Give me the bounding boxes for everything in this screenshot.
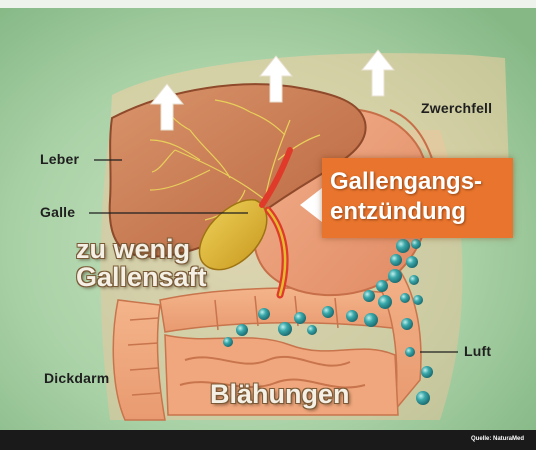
- too-little-bile-line1: zu wenig: [76, 235, 190, 264]
- bottom-edge: [0, 430, 536, 450]
- bubble: [416, 391, 430, 405]
- callout-line1: Gallengangs-: [330, 168, 482, 196]
- bubble: [411, 239, 421, 249]
- bubble: [421, 366, 433, 378]
- bubble: [409, 275, 419, 285]
- too-little-bile-line2: Gallensaft: [76, 263, 207, 292]
- inflammation-callout: Gallengangs- entzündung: [322, 158, 513, 238]
- bubble: [364, 313, 378, 327]
- bile-label: Galle: [40, 204, 75, 220]
- bubble: [401, 318, 413, 330]
- bubble: [388, 269, 402, 283]
- bubble: [406, 256, 418, 268]
- bubble: [322, 306, 334, 318]
- air-label: Luft: [464, 343, 491, 359]
- bubble: [400, 293, 410, 303]
- bubble: [236, 324, 248, 336]
- bubble: [363, 290, 375, 302]
- bubble: [390, 254, 402, 266]
- source-credit: Quelle: NaturaMed: [471, 436, 524, 442]
- top-edge: [0, 0, 536, 8]
- bubble: [346, 310, 358, 322]
- bubble: [376, 280, 388, 292]
- bubble: [294, 312, 306, 324]
- liver-label: Leber: [40, 151, 79, 167]
- colon-label: Dickdarm: [44, 370, 109, 386]
- bloating-caption: Blähungen: [210, 380, 350, 409]
- bubble: [307, 325, 317, 335]
- bubble: [278, 322, 292, 336]
- callout-line2: entzündung: [330, 198, 466, 226]
- bubble: [378, 295, 392, 309]
- bubble: [258, 308, 270, 320]
- diaphragm-label: Zwerchfell: [421, 100, 492, 116]
- bubble: [405, 347, 415, 357]
- bubble: [223, 337, 233, 347]
- bubble: [396, 239, 410, 253]
- bubble: [413, 295, 423, 305]
